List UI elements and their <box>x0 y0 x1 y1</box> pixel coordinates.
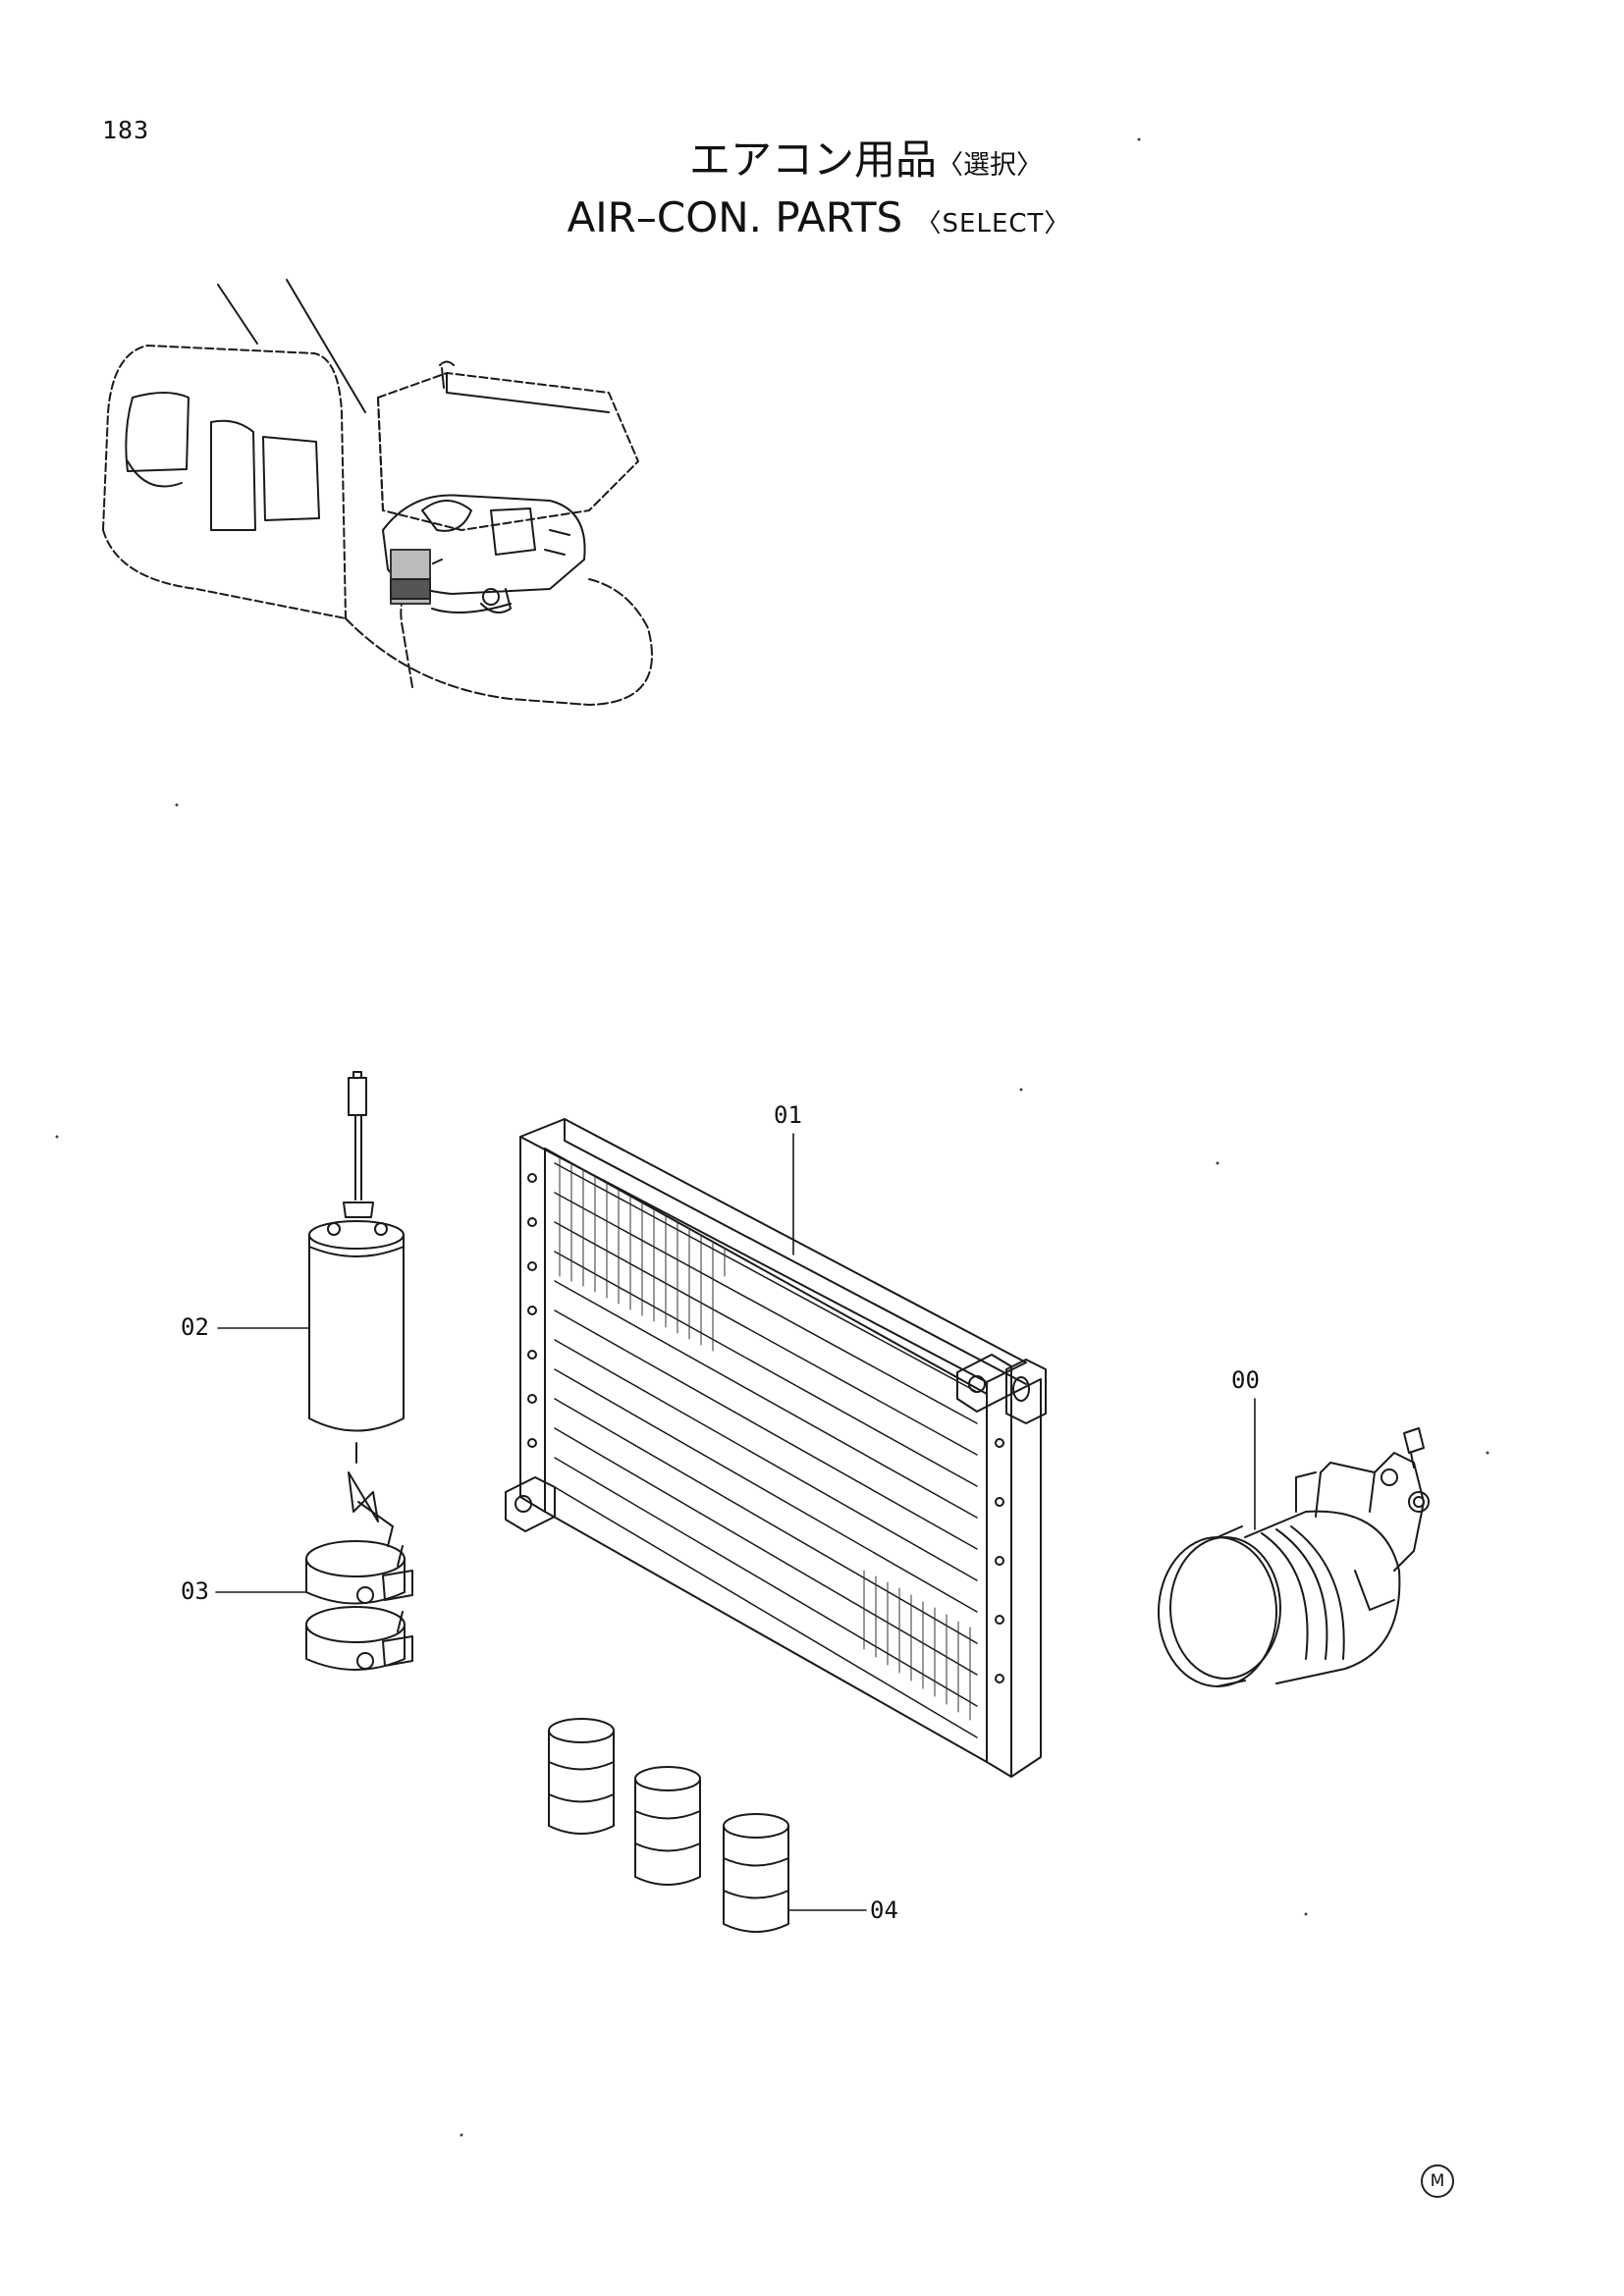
excavator-overview-illustration <box>102 279 653 706</box>
page-number: 183 <box>102 116 150 144</box>
callout-03: 03 <box>181 1577 209 1605</box>
compressor-illustration <box>1158 1427 1430 1687</box>
leader-lines <box>215 1133 1256 1911</box>
scan-specks <box>55 137 1489 2137</box>
callout-00: 00 <box>1231 1366 1260 1394</box>
page-title: エアコン用品〈選択〉 AIR–CON. PARTS 〈SELECT〉 <box>0 133 1624 249</box>
callout-02: 02 <box>181 1313 209 1341</box>
callout-01: 01 <box>774 1101 802 1129</box>
callout-04: 04 <box>870 1896 898 1924</box>
condenser-illustration <box>505 1118 1047 1778</box>
title-japanese-text: エアコン用品 <box>688 135 937 184</box>
corner-mark: M <box>1421 2164 1454 2198</box>
title-english-text: AIR–CON. PARTS <box>567 193 903 241</box>
receiver-drier-illustration <box>308 1071 405 1464</box>
clamp-illustration <box>305 1471 413 1671</box>
title-english-select: 〈SELECT〉 <box>915 209 1071 239</box>
title-japanese: エアコン用品〈選択〉 <box>108 133 1624 192</box>
title-english: AIR–CON. PARTS 〈SELECT〉 <box>14 192 1624 249</box>
refrigerant-cans-illustration <box>548 1718 789 1933</box>
title-japanese-select: 〈選択〉 <box>937 150 1043 181</box>
